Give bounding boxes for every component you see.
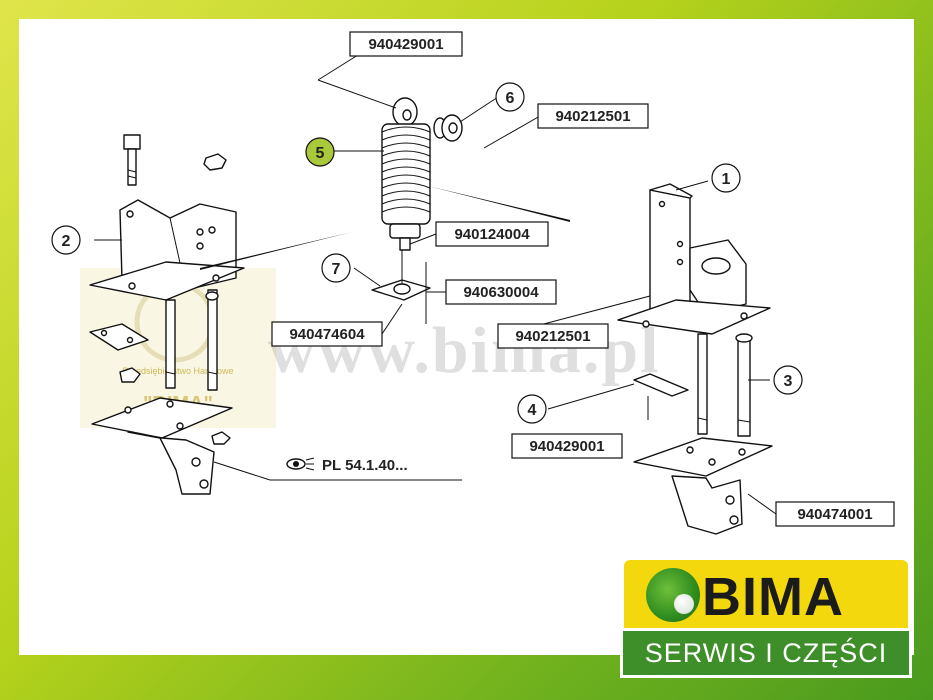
label-box-shock-lower [435,221,549,247]
logo-green-bar: SERWIS I CZĘŚCI [620,628,912,678]
callout-1-circle [711,163,741,193]
left-small-nut [119,367,141,383]
left-nut-top [203,153,227,171]
label-top-shaft: 940429001 [368,36,443,53]
callout-5-circle [305,137,335,167]
left-bolt [123,134,141,186]
callout-4: 4 [528,402,537,419]
callout-5: 5 [316,145,325,162]
callouts: 1 2 3 4 5 6 7 [51,82,803,424]
logo-yellow-panel: BIMA [624,560,908,632]
callout-1: 1 [722,171,731,188]
logo-tagline: SERWIS I CZĘŚCI [644,637,888,668]
left-top-plate [89,261,245,301]
callout-2: 2 [62,233,71,250]
label-washer-6: 940212501 [555,108,630,125]
bima-logo: BIMA SERWIS I CZĘŚCI [620,560,912,678]
label-plate-nut: 940630004 [463,284,539,301]
label-box-plate-bolt [271,321,383,347]
label-box-top-shaft [349,31,463,57]
right-housing [689,239,747,315]
left-rods [165,289,219,391]
reference-text: PL 54.1.40... [322,457,408,474]
logo-ball-icon [646,568,700,622]
washer-6 [433,114,463,142]
label-box-plate-nut [445,279,557,305]
label-right-bolt: 940474001 [797,506,872,523]
callout-4-circle [517,394,547,424]
part-number-labels: 940429001 940212501 940124004 940630004 … [271,31,895,527]
shock-absorber [200,97,570,301]
right-shim [633,373,689,397]
label-box-washer-6 [537,103,649,129]
spring [381,123,431,225]
label-box-right-bolt [775,501,895,527]
label-shock-lower: 940124004 [454,226,530,243]
right-top-plate [617,299,771,335]
right-assembly [617,183,773,535]
reference-note: PL 54.1.40... [286,457,408,474]
eye-icon [286,457,315,471]
watermark-company-line: Przedsiębiorstwo Handlowe [122,366,233,376]
label-plate-bolt: 940474604 [289,326,365,343]
callout-6: 6 [506,90,515,107]
logo-brand: BIMA [702,567,844,627]
callout-2-circle [51,225,81,255]
label-right-nut: 940212501 [515,328,590,345]
label-box-right-rod [511,433,623,459]
logo-ball-highlight [674,594,694,614]
left-lower-bracket [127,431,215,495]
right-lower-bracket [671,475,743,535]
callout-3: 3 [784,373,793,390]
right-lower-plate [633,437,773,477]
label-right-rod: 940429001 [529,438,604,455]
callout-3-circle [773,365,803,395]
callout-6-circle [495,82,525,112]
callout-7-circle [321,253,351,283]
callout-7: 7 [332,261,341,278]
label-box-right-nut [497,323,609,349]
